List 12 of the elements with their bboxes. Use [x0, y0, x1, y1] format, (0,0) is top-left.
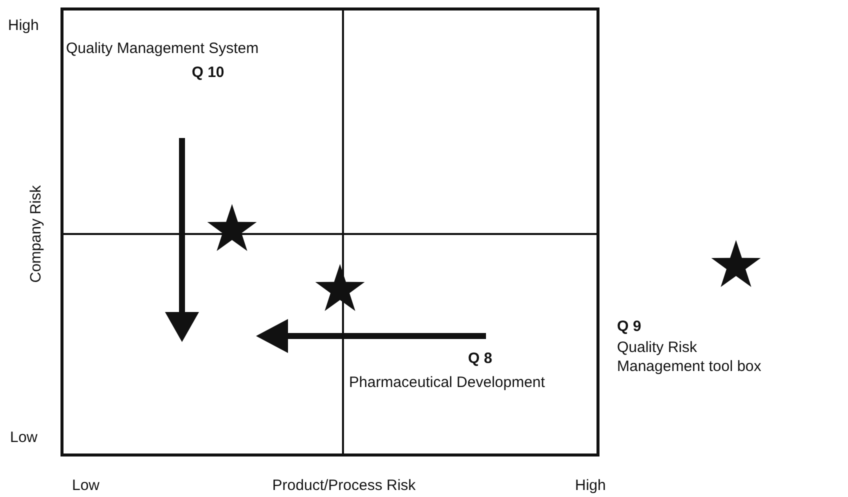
quadrant-label: Q 8: [468, 349, 492, 368]
axis-label: High: [575, 476, 606, 495]
quadrant-label: Q 10: [192, 63, 224, 82]
axis-title: Product/Process Risk: [272, 476, 416, 495]
quadrant-label: Pharmaceutical Development: [349, 373, 545, 392]
axis-title: Company Risk: [26, 185, 46, 283]
quadrant-label: Quality Management System: [66, 39, 259, 58]
axis-label: Low: [72, 476, 100, 495]
axis-label: Low: [10, 428, 38, 447]
quadrant-label: Q 9: [617, 317, 642, 336]
axis-label: High: [8, 16, 39, 35]
quadrant-label: Quality Risk Management tool box: [617, 338, 762, 376]
